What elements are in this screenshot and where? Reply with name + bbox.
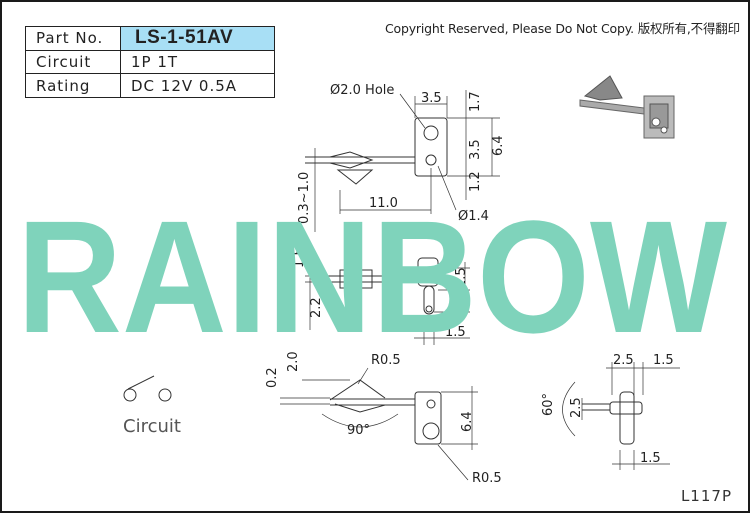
dim-0-2: 0.2: [265, 367, 280, 388]
circuit-caption: Circuit: [123, 416, 181, 437]
circuit-label: Circuit: [25, 49, 121, 75]
dim-hole: Ø2.0 Hole: [330, 83, 394, 98]
dim-3-5-side: 3.5: [468, 139, 483, 160]
dim-angle-90: 90°: [347, 423, 370, 438]
spec-row-rating: Rating DC 12V 0.5A: [25, 73, 275, 98]
dim-right-1-5-bottom: 1.5: [640, 451, 661, 466]
dim-6-4-bottom: 6.4: [460, 411, 475, 432]
dim-11-0: 11.0: [369, 196, 398, 211]
dim-2-5-a: 2.5: [454, 267, 469, 288]
part-no-label: Part No.: [25, 26, 121, 51]
dim-2-2: 2.2: [309, 297, 324, 318]
right-view: [562, 362, 680, 470]
dim-r0-5-bottom: R0.5: [472, 471, 502, 486]
dim-right-2-5-side: 2.5: [569, 397, 584, 418]
spec-table: Part No. LS-1-51AV Circuit 1P 1T Rating …: [25, 26, 275, 98]
dim-1-5-bottom: 1.5: [445, 325, 466, 340]
dim-6-4-top: 6.4: [491, 135, 506, 156]
dim-1-5-left: 1.5: [292, 247, 307, 268]
drawing-code: L117P: [680, 487, 732, 505]
copyright-notice: Copyright Reserved, Please Do Not Copy. …: [385, 21, 740, 36]
part-no-value: LS-1-51AV: [120, 26, 275, 51]
dim-right-2-5-top: 2.5: [613, 353, 634, 368]
bottom-view: [280, 367, 478, 481]
dim-1-2: 1.2: [468, 171, 483, 192]
dim-2-0: 2.0: [286, 351, 301, 372]
dim-right-1-5-top: 1.5: [653, 353, 674, 368]
spec-row-part-no: Part No. LS-1-51AV: [25, 26, 275, 51]
top-view: [305, 90, 500, 232]
product-illustration: [579, 75, 675, 139]
dim-1-7: 1.7: [468, 91, 483, 112]
rating-value: DC 12V 0.5A: [120, 73, 275, 98]
dim-0-3-1-0: 0.3~1.0: [297, 172, 312, 224]
dim-r0-5-top: R0.5: [371, 353, 401, 368]
dim-phi-1-4: Ø1.4: [458, 209, 489, 224]
dim-3-5-top: 3.5: [421, 91, 442, 106]
dim-2-5-b: 2.5: [454, 291, 469, 312]
spec-row-circuit: Circuit 1P 1T: [25, 49, 275, 75]
middle-view: [305, 250, 470, 345]
circuit-symbol: [123, 375, 172, 402]
dim-angle-60: 60°: [541, 393, 556, 416]
